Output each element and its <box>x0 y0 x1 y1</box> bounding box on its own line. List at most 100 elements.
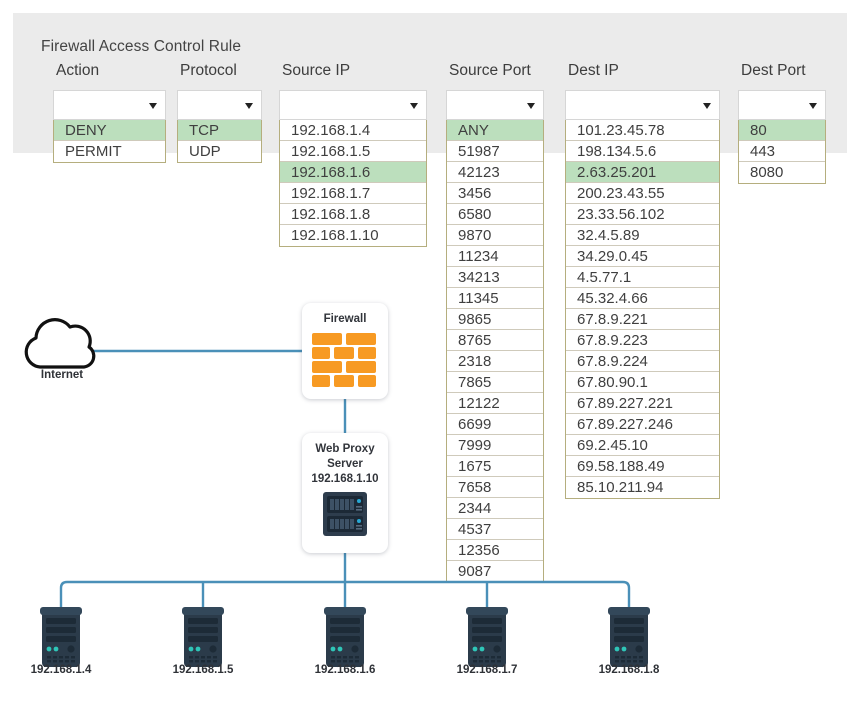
option-item[interactable]: 69.58.188.49 <box>566 456 719 477</box>
host-node-4[interactable] <box>466 607 508 674</box>
host-node-2[interactable] <box>182 607 224 674</box>
option-item[interactable]: 192.168.1.10 <box>280 225 426 246</box>
option-item[interactable]: 67.89.227.246 <box>566 414 719 435</box>
option-item[interactable]: 45.32.4.66 <box>566 288 719 309</box>
option-item[interactable]: 85.10.211.94 <box>566 477 719 498</box>
option-item[interactable]: 192.168.1.6 <box>280 162 426 183</box>
host-label-2: 192.168.1.5 <box>172 664 234 676</box>
server-tower-icon <box>608 607 650 667</box>
source-ip-label: Source IP <box>282 62 351 79</box>
option-item[interactable]: TCP <box>178 120 261 141</box>
node-web-proxy-server[interactable]: Web Proxy Server 192.168.1.10 <box>302 433 388 553</box>
action-label: Action <box>56 62 100 79</box>
option-item[interactable]: 80 <box>739 120 825 141</box>
chevron-down-icon[interactable] <box>703 103 711 109</box>
option-item[interactable]: 443 <box>739 141 825 162</box>
protocol-label: Protocol <box>180 62 237 79</box>
host-node-5[interactable] <box>608 607 650 674</box>
host-node-1[interactable] <box>40 607 82 674</box>
option-item[interactable]: 9870 <box>447 225 543 246</box>
server-tower-icon <box>40 607 82 667</box>
option-item[interactable]: 2318 <box>447 351 543 372</box>
option-item[interactable]: 3456 <box>447 183 543 204</box>
option-item[interactable]: 6580 <box>447 204 543 225</box>
chevron-down-icon[interactable] <box>410 103 418 109</box>
node-proxy-title-1: Web Proxy <box>315 443 375 455</box>
option-item[interactable]: 2344 <box>447 498 543 519</box>
chevron-down-icon[interactable] <box>149 103 157 109</box>
page-title: Firewall Access Control Rule <box>41 38 242 55</box>
node-proxy-title-2: Server <box>327 458 363 470</box>
option-item[interactable]: 4.5.77.1 <box>566 267 719 288</box>
option-item[interactable]: ANY <box>447 120 543 141</box>
node-firewall[interactable]: Firewall <box>302 303 388 399</box>
source-port-label: Source Port <box>449 62 531 79</box>
option-item[interactable]: 1675 <box>447 456 543 477</box>
server-tower-icon <box>182 607 224 667</box>
option-item[interactable]: 12356 <box>447 540 543 561</box>
option-item[interactable]: 11234 <box>447 246 543 267</box>
option-item[interactable]: 67.8.9.221 <box>566 309 719 330</box>
cloud-label: Internet <box>40 369 84 381</box>
option-item[interactable]: 34.29.0.45 <box>566 246 719 267</box>
option-item[interactable]: 9087 <box>447 561 543 582</box>
option-item[interactable]: 42123 <box>447 162 543 183</box>
option-item[interactable]: 23.33.56.102 <box>566 204 719 225</box>
option-item[interactable]: 67.80.90.1 <box>566 372 719 393</box>
option-item[interactable]: 67.89.227.221 <box>566 393 719 414</box>
host-label-5: 192.168.1.8 <box>598 664 660 676</box>
option-item[interactable]: 101.23.45.78 <box>566 120 719 141</box>
node-firewall-title: Firewall <box>323 313 367 325</box>
option-item[interactable]: 4537 <box>447 519 543 540</box>
option-item[interactable]: 198.134.5.6 <box>566 141 719 162</box>
host-node-3[interactable] <box>324 607 366 674</box>
server-tower-icon <box>466 607 508 667</box>
source-port-select[interactable] <box>446 90 544 120</box>
option-item[interactable]: 9865 <box>447 309 543 330</box>
option-item[interactable]: UDP <box>178 141 261 162</box>
option-item[interactable]: 12122 <box>447 393 543 414</box>
cloud-icon <box>24 318 96 369</box>
option-item[interactable]: 192.168.1.4 <box>280 120 426 141</box>
option-item[interactable]: 34213 <box>447 267 543 288</box>
option-item[interactable]: 7865 <box>447 372 543 393</box>
source-ip-select[interactable] <box>279 90 427 120</box>
option-item[interactable]: 6699 <box>447 414 543 435</box>
brick-wall-icon <box>312 333 376 387</box>
option-item[interactable]: PERMIT <box>54 141 165 162</box>
option-item[interactable]: 67.8.9.223 <box>566 330 719 351</box>
option-item[interactable]: 7999 <box>447 435 543 456</box>
option-item[interactable]: 69.2.45.10 <box>566 435 719 456</box>
chevron-down-icon[interactable] <box>245 103 253 109</box>
dest-port-select[interactable] <box>738 90 826 120</box>
option-item[interactable]: DENY <box>54 120 165 141</box>
chevron-down-icon[interactable] <box>809 103 817 109</box>
option-item[interactable]: 192.168.1.5 <box>280 141 426 162</box>
option-item[interactable]: 192.168.1.7 <box>280 183 426 204</box>
action-select[interactable] <box>53 90 166 120</box>
option-item[interactable]: 2.63.25.201 <box>566 162 719 183</box>
option-item[interactable]: 8765 <box>447 330 543 351</box>
option-item[interactable]: 7658 <box>447 477 543 498</box>
option-item[interactable]: 192.168.1.8 <box>280 204 426 225</box>
dest-ip-label: Dest IP <box>568 62 619 79</box>
option-item[interactable]: 8080 <box>739 162 825 183</box>
option-item[interactable]: 32.4.5.89 <box>566 225 719 246</box>
dest-ip-select[interactable] <box>565 90 720 120</box>
host-label-1: 192.168.1.4 <box>30 664 92 676</box>
option-item[interactable]: 11345 <box>447 288 543 309</box>
option-item[interactable]: 67.8.9.224 <box>566 351 719 372</box>
option-item[interactable]: 51987 <box>447 141 543 162</box>
chevron-down-icon[interactable] <box>527 103 535 109</box>
protocol-select[interactable] <box>177 90 262 120</box>
server-tower-icon <box>324 607 366 667</box>
option-item[interactable]: 200.23.43.55 <box>566 183 719 204</box>
